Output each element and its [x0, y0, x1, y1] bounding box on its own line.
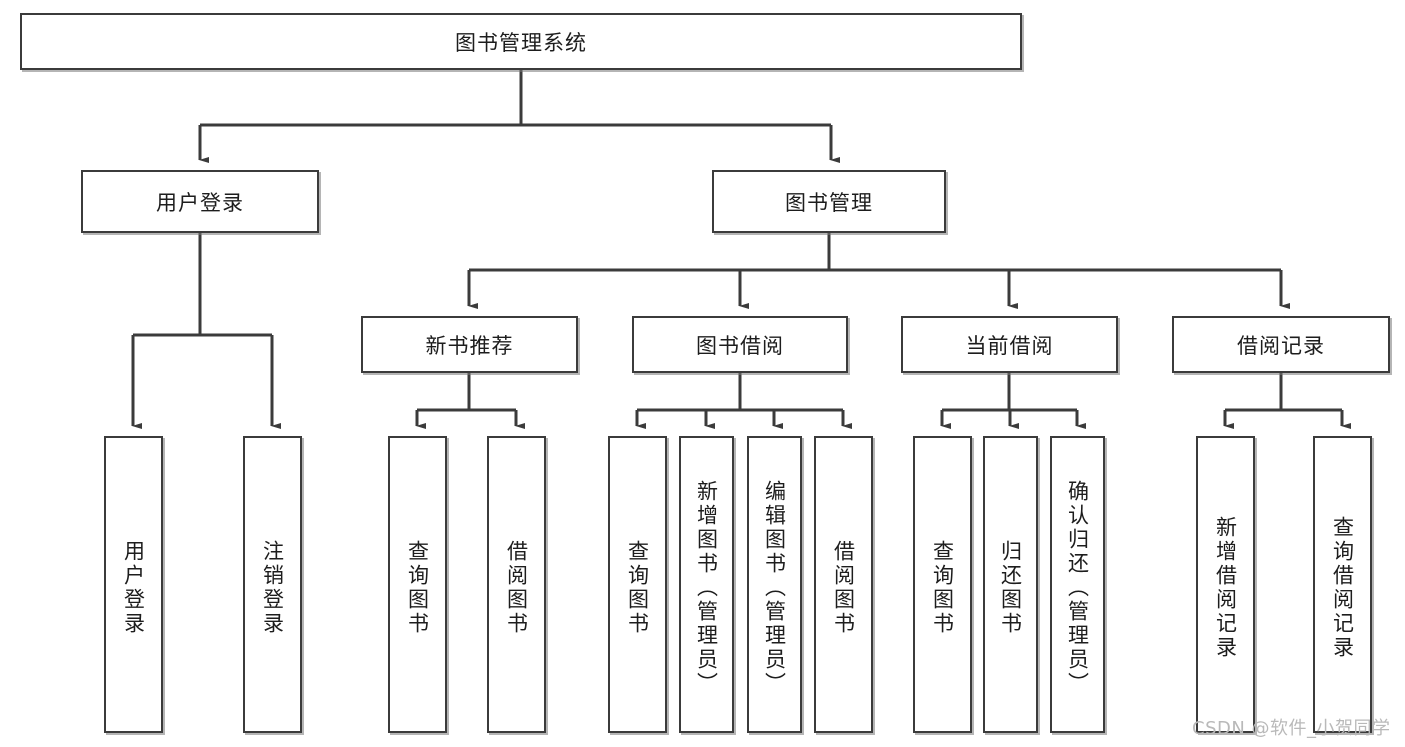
node-label: 查询借阅记录	[1330, 515, 1355, 660]
leaf-add-borrow-record[interactable]: 新增借阅记录	[1196, 436, 1255, 733]
csdn-watermark: CSDN @软件_小贺同学	[1192, 718, 1391, 739]
node-label: 用户登录	[121, 539, 146, 636]
node-label: 新增借阅记录	[1213, 515, 1238, 660]
node-level2-book-management[interactable]: 图书管理	[712, 170, 946, 233]
node-label: 查询图书	[405, 539, 430, 636]
leaf-query-book-current[interactable]: 查询图书	[913, 436, 972, 733]
leaf-query-book-borrow[interactable]: 查询图书	[608, 436, 667, 733]
leaf-query-book-recommend[interactable]: 查询图书	[388, 436, 447, 733]
node-label: 确认归还（管理员）	[1065, 479, 1090, 696]
leaf-edit-book-admin[interactable]: 编辑图书（管理员）	[747, 436, 802, 733]
node-label: 借阅图书	[504, 539, 529, 636]
node-label: 图书管理	[785, 190, 873, 215]
node-level2-user-login[interactable]: 用户登录	[81, 170, 319, 233]
leaf-logout[interactable]: 注销登录	[243, 436, 302, 733]
node-label: 当前借阅	[965, 333, 1054, 358]
node-label: 查询图书	[930, 539, 955, 636]
node-label: 图书管理系统	[455, 30, 587, 55]
node-label: 查询图书	[625, 539, 650, 636]
node-level3-borrow-record[interactable]: 借阅记录	[1172, 316, 1390, 373]
node-level3-current-borrow[interactable]: 当前借阅	[901, 316, 1118, 373]
node-label: 新书推荐	[425, 333, 514, 358]
leaf-borrow-book[interactable]: 借阅图书	[814, 436, 873, 733]
leaf-query-borrow-record[interactable]: 查询借阅记录	[1313, 436, 1372, 733]
node-label: 归还图书	[998, 539, 1023, 636]
node-root[interactable]: 图书管理系统	[20, 13, 1022, 70]
leaf-return-book[interactable]: 归还图书	[983, 436, 1038, 733]
node-label: 新增图书（管理员）	[694, 479, 719, 696]
leaf-confirm-return-admin[interactable]: 确认归还（管理员）	[1050, 436, 1105, 733]
node-label: 编辑图书（管理员）	[762, 479, 787, 696]
node-label: 借阅记录	[1237, 333, 1325, 358]
leaf-borrow-book-recommend[interactable]: 借阅图书	[487, 436, 546, 733]
node-label: 用户登录	[156, 190, 244, 215]
node-level3-new-book-recommend[interactable]: 新书推荐	[361, 316, 578, 373]
node-label: 注销登录	[260, 539, 285, 636]
node-level3-book-borrow[interactable]: 图书借阅	[632, 316, 848, 373]
leaf-add-book-admin[interactable]: 新增图书（管理员）	[679, 436, 734, 733]
node-label: 借阅图书	[831, 539, 856, 636]
leaf-user-login[interactable]: 用户登录	[104, 436, 163, 733]
node-label: 图书借阅	[696, 333, 784, 358]
